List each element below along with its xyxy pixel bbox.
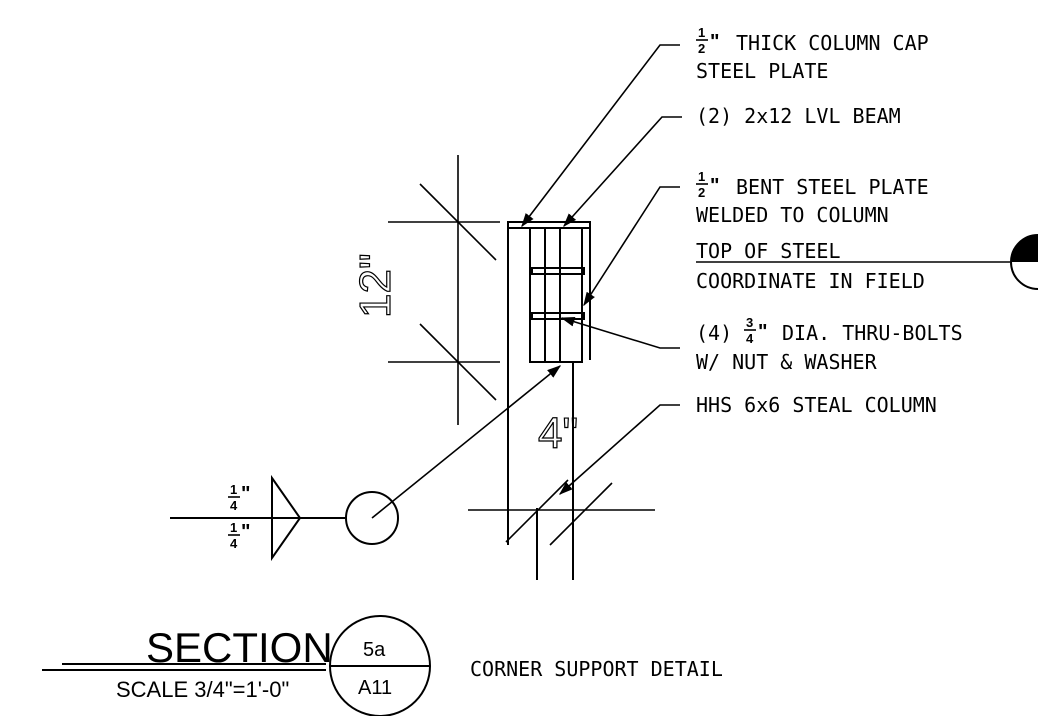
top-of-steel-callout: TOP OF STEEL COORDINATE IN FIELD [696,239,1010,293]
note-bent-plate: 1 2 " BENT STEEL PLATE WELDED TO COLUMN [696,169,929,227]
weld-symbol-icon: 1 4 " 1 4 " [170,365,562,562]
weld-top-denominator: 4 [230,498,238,513]
bolts-line1: DIA. THRU-BOLTS [782,321,963,345]
hhs-column [507,228,591,580]
bent-plate-numerator: 1 [698,169,705,184]
dimension-width-label: 4" [538,409,578,458]
bolts-inch-mark: " [758,321,767,343]
bent-plate-denominator: 2 [698,185,705,200]
elevation-marker-icon [1010,234,1038,290]
note-thru-bolts: (4) 3 4 " DIA. THRU-BOLTS W/ NUT & WASHE… [696,315,963,374]
lvl-beam-assembly [529,227,590,363]
cap-plate-inch-mark: " [710,31,719,53]
thru-bolts [531,267,585,320]
weld-bottom-denominator: 4 [230,536,238,551]
title-block: SECTION SCALE 3/4"=1'-0" 5a A11 CORNER S… [42,615,723,716]
weld-bottom-numerator: 1 [230,520,237,535]
cap-plate-line1: THICK COLUMN CAP [736,31,929,55]
elevation-line2: COORDINATE IN FIELD [696,269,925,293]
detail-number: 5a [363,639,386,661]
weld-top-numerator: 1 [230,482,237,497]
sheet-number: A11 [358,677,392,699]
bolts-line2: W/ NUT & WASHER [696,350,878,374]
leader-lines [521,44,682,495]
note-beam: (2) 2x12 LVL BEAM [696,104,901,128]
weld-top-inch-mark: " [241,483,250,505]
bolts-prefix: (4) [696,321,732,345]
cap-plate-line2: STEEL PLATE [696,59,828,83]
elevation-line1: TOP OF STEEL [696,239,841,263]
scale-label: SCALE 3/4"=1'-0" [116,677,289,702]
bolts-numerator: 3 [746,315,753,330]
bolts-denominator: 4 [746,331,754,346]
cap-plate-numerator: 1 [698,25,705,40]
bent-plate-line2: WELDED TO COLUMN [696,203,889,227]
bent-plate-line1: BENT STEEL PLATE [736,175,929,199]
dimension-12-inch: 12" [350,155,500,425]
note-cap-plate: 1 2 " THICK COLUMN CAP STEEL PLATE [696,25,929,83]
dimension-4-inch: 4" [468,408,655,546]
detail-description: CORNER SUPPORT DETAIL [470,657,723,681]
bent-plate-inch-mark: " [710,175,719,197]
note-column: HHS 6x6 STEAL COLUMN [696,393,937,417]
cap-plate-denominator: 2 [698,41,705,56]
weld-bottom-inch-mark: " [241,521,250,543]
dimension-height-label: 12" [351,253,400,318]
